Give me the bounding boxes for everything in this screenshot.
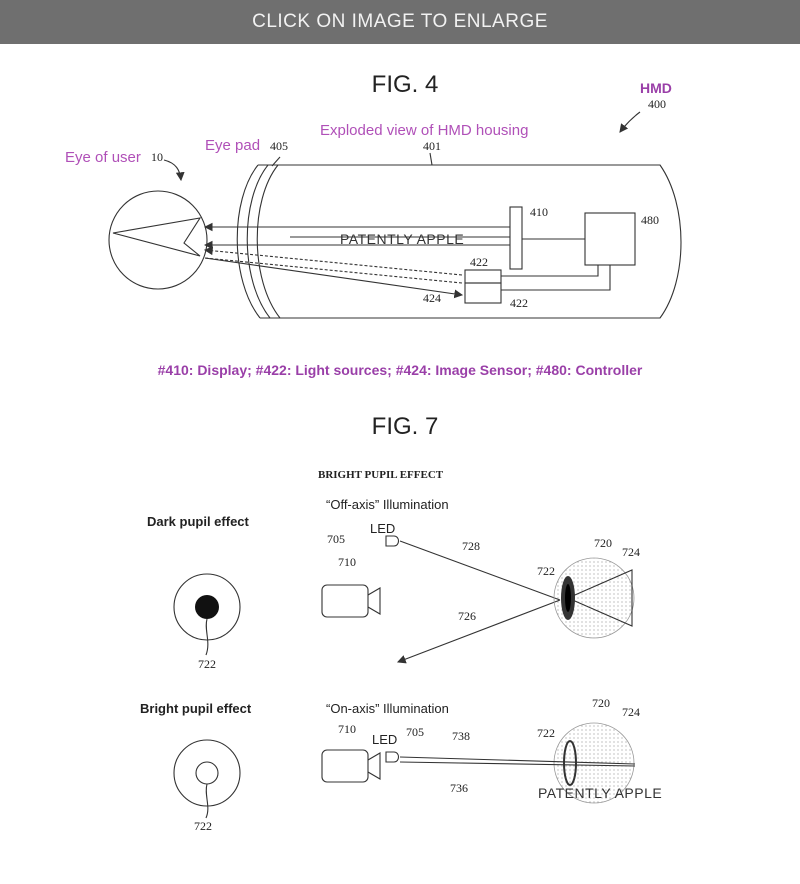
exploded-label: Exploded view of HMD housing bbox=[320, 122, 528, 139]
hmd-arrow bbox=[619, 111, 641, 133]
leader-405 bbox=[271, 156, 281, 167]
hmd-label: HMD bbox=[640, 80, 672, 96]
ref-400: 400 bbox=[648, 97, 666, 111]
ref-736: 736 bbox=[450, 781, 468, 795]
ref-422-bottom: 422 bbox=[510, 296, 528, 310]
ref-722-bottom: 722 bbox=[537, 726, 555, 740]
bright-pupil-eye bbox=[173, 739, 241, 819]
camera-top bbox=[321, 584, 381, 618]
ref-720-bottom: 720 bbox=[592, 696, 610, 710]
ref-710-top: 710 bbox=[338, 555, 356, 569]
bright-pupil-label: Bright pupil effect bbox=[140, 701, 252, 716]
bright-pupil-heading: BRIGHT PUPIL EFFECT bbox=[318, 469, 444, 481]
ref-722-top: 722 bbox=[537, 564, 555, 578]
ref-480: 480 bbox=[641, 213, 659, 227]
eye-model-top bbox=[553, 557, 635, 639]
fig4-watermark: PATENTLY APPLE bbox=[340, 231, 464, 247]
display-beam bbox=[203, 222, 585, 250]
controller-480 bbox=[584, 212, 636, 266]
on-axis-label: “On-axis” Illumination bbox=[326, 701, 449, 716]
ray-738 bbox=[399, 756, 636, 765]
hmd-housing bbox=[236, 156, 682, 319]
ray-726 bbox=[396, 599, 561, 664]
led-label-bottom: LED bbox=[372, 732, 397, 747]
led-top bbox=[385, 535, 400, 547]
ref-724-bottom: 724 bbox=[622, 705, 640, 719]
ref-405: 405 bbox=[270, 139, 288, 153]
ref-728: 728 bbox=[462, 539, 480, 553]
eye-pad-label: Eye pad bbox=[205, 137, 260, 154]
ref-10: 10 bbox=[151, 150, 163, 164]
ref-722-dark: 722 bbox=[198, 657, 216, 671]
light-sensor-block bbox=[203, 246, 611, 304]
led-bottom bbox=[385, 751, 400, 763]
leader-401 bbox=[429, 152, 433, 166]
ref-726: 726 bbox=[458, 609, 476, 623]
off-axis-label: “Off-axis” Illumination bbox=[326, 497, 449, 512]
ref-724-top: 724 bbox=[622, 545, 640, 559]
ray-728 bbox=[399, 540, 561, 601]
eye-of-user-label: Eye of user bbox=[65, 149, 141, 166]
ref-720-top: 720 bbox=[594, 536, 612, 550]
camera-bottom bbox=[321, 749, 381, 783]
ref-424: 424 bbox=[423, 291, 441, 305]
ref-422-top: 422 bbox=[470, 255, 488, 269]
ref-410: 410 bbox=[530, 205, 548, 219]
fig7-title: FIG. 7 bbox=[372, 413, 439, 440]
display-410 bbox=[509, 206, 523, 270]
ref-705-top: 705 bbox=[327, 532, 345, 546]
ref-705-bottom: 705 bbox=[406, 725, 424, 739]
fig4-title: FIG. 4 bbox=[372, 71, 439, 98]
ray-736 bbox=[399, 761, 636, 767]
dark-pupil-label: Dark pupil effect bbox=[147, 514, 250, 529]
eye-arrow bbox=[163, 159, 185, 182]
ref-401: 401 bbox=[423, 139, 441, 153]
dark-pupil-eye bbox=[173, 573, 241, 656]
fig7-watermark: PATENTLY APPLE bbox=[538, 785, 662, 801]
user-eye bbox=[108, 190, 208, 290]
ref-722-bright: 722 bbox=[194, 819, 212, 833]
fig4-caption: #410: Display; #422: Light sources; #424… bbox=[158, 362, 643, 378]
led-label-top: LED bbox=[370, 521, 395, 536]
ref-710-bottom: 710 bbox=[338, 722, 356, 736]
ref-738: 738 bbox=[452, 729, 470, 743]
enlarge-banner[interactable]: CLICK ON IMAGE TO ENLARGE bbox=[0, 0, 800, 44]
